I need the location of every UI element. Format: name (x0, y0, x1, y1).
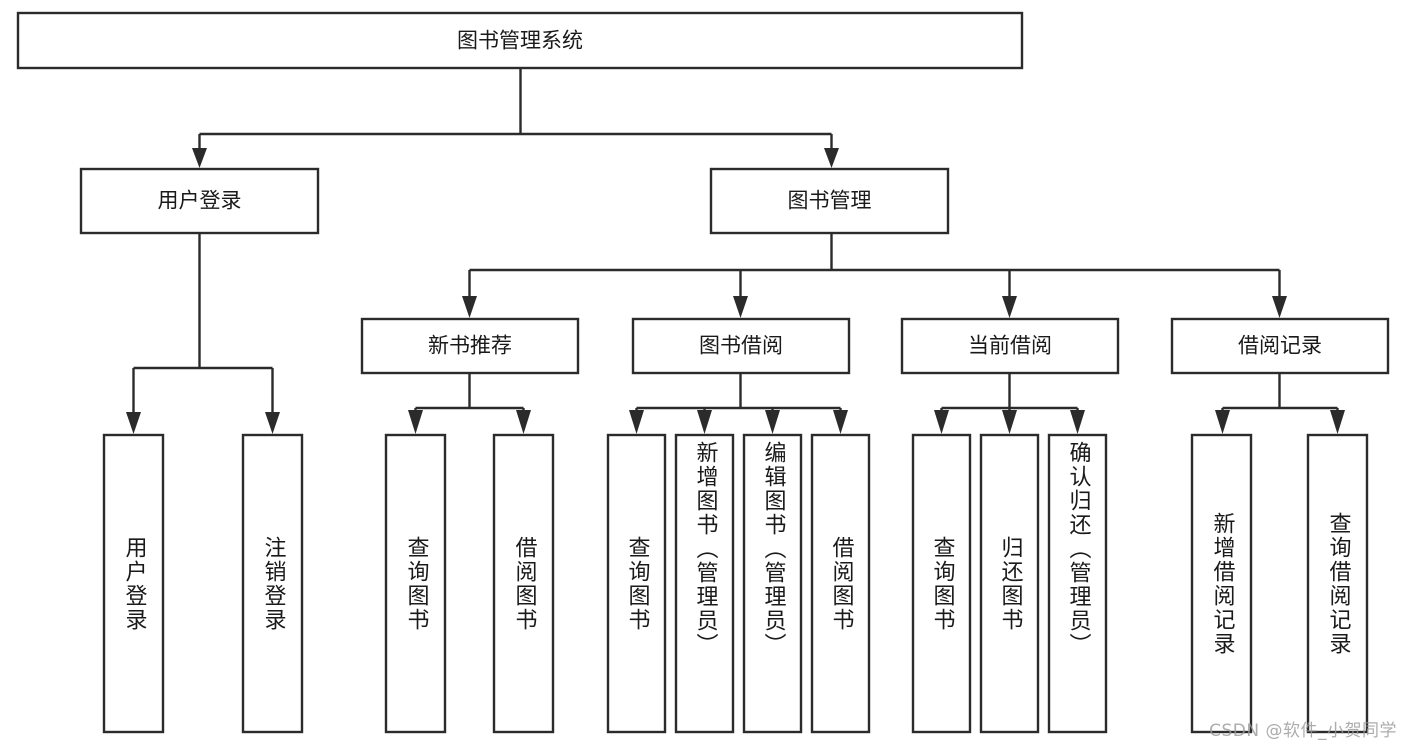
node-box-leaf-borrow-book-nb[interactable] (492, 433, 555, 734)
node-label-new-book-recommend: 新书推荐 (428, 334, 512, 358)
arrow-head-userlogin-leaf1 (126, 412, 141, 434)
arrow-head-newbook-leaf2 (516, 410, 531, 434)
node-box-new-book-recommend[interactable] (360, 317, 580, 375)
node-label-current-borrow: 当前借阅 (968, 334, 1052, 358)
node-box-leaf-confirm-return-admin[interactable] (1047, 433, 1108, 734)
leaf-label-wrap-return-book: 归还图书 (981, 435, 1038, 732)
leaf-label-wrap-borrow-book-bb: 借阅图书 (812, 435, 869, 732)
leaf-label-wrap-add-borrow-record: 新增借阅记录 (1192, 435, 1251, 732)
leaf-label-user-login: 用户登录 (121, 535, 147, 632)
leaf-label-wrap-confirm-return-admin: 确认归还（管理员） (1049, 441, 1106, 732)
node-label-borrow-record: 借阅记录 (1238, 334, 1322, 358)
node-box-leaf-return-book[interactable] (979, 433, 1040, 734)
arrow-head-currentborrow-leaf1 (934, 410, 949, 434)
node-box-book-borrow[interactable] (631, 317, 851, 375)
leaf-label-wrap-query-book-cb: 查询图书 (913, 435, 970, 732)
leaf-label-query-book-nb: 查询图书 (403, 535, 429, 632)
leaf-label-wrap-query-borrow-record: 查询借阅记录 (1308, 435, 1367, 732)
node-box-leaf-query-book-nb[interactable] (384, 433, 447, 734)
leaf-label-edit-book-admin: 编辑图书（管理员） (760, 441, 786, 657)
leaf-label-query-book-cb: 查询图书 (929, 535, 955, 632)
leaf-label-logout: 注销登录 (260, 535, 286, 632)
node-box-leaf-query-book-bb[interactable] (606, 433, 667, 734)
arrow-head-newbook (462, 296, 477, 318)
arrow-head-borrowbook-leaf3 (765, 410, 780, 434)
arrow-head-borrowrecord-leaf2 (1330, 410, 1345, 434)
node-box-leaf-add-book-admin[interactable] (674, 433, 735, 734)
leaf-label-confirm-return-admin: 确认归还（管理员） (1065, 441, 1091, 657)
leaf-label-borrow-book-nb: 借阅图书 (511, 535, 537, 632)
leaf-label-query-book-bb: 查询图书 (624, 535, 650, 632)
arrow-head-borrowbook-leaf1 (629, 410, 644, 434)
node-box-book-management[interactable] (709, 167, 950, 235)
node-label-user-login: 用户登录 (158, 189, 242, 213)
node-box-current-borrow[interactable] (900, 317, 1120, 375)
arrow-head-borrowrecord (1272, 296, 1287, 318)
leaf-label-wrap-borrow-book-nb: 借阅图书 (494, 435, 553, 732)
nodes-group: 图书管理系统 用户登录 图书管理 新书推荐 图书借阅 当前借阅 借阅记录 (16, 11, 1390, 734)
leaf-label-wrap-query-book-bb: 查询图书 (608, 435, 665, 732)
arrow-head-currentborrow-leaf2 (1002, 410, 1017, 434)
leaf-label-query-borrow-record: 查询借阅记录 (1325, 511, 1351, 656)
arrow-head-userlogin-leaf2 (265, 412, 280, 434)
arrow-head-currentborrow (1002, 296, 1017, 318)
arrow-head-currentborrow-leaf3 (1070, 410, 1085, 434)
node-box-leaf-borrow-book-bb[interactable] (810, 433, 871, 734)
leaf-label-wrap-edit-book-admin: 编辑图书（管理员） (744, 441, 801, 732)
leaf-label-borrow-book-bb: 借阅图书 (828, 535, 854, 632)
arrow-head-newbook-leaf1 (408, 410, 423, 434)
arrow-head-borrowbook-leaf2 (697, 410, 712, 434)
node-box-leaf-query-borrow-record[interactable] (1306, 433, 1369, 734)
leaf-label-wrap-user-login: 用户登录 (104, 435, 163, 732)
leaf-label-add-book-admin: 新增图书（管理员） (692, 441, 718, 657)
leaf-label-wrap-add-book-admin: 新增图书（管理员） (676, 441, 733, 732)
node-box-user-login[interactable] (79, 167, 320, 235)
node-box-leaf-edit-book-admin[interactable] (742, 433, 803, 734)
watermark-text: CSDN @软件_小贺同学 (1209, 721, 1397, 741)
arrow-head-borrowbook-leaf4 (833, 410, 848, 434)
node-label-root: 图书管理系统 (457, 29, 583, 53)
arrow-head-user-login (192, 148, 207, 168)
connectors-group (126, 68, 1345, 434)
arrow-head-borrowrecord-leaf1 (1215, 410, 1230, 434)
node-label-book-management: 图书管理 (788, 189, 872, 213)
node-box-leaf-logout[interactable] (241, 433, 304, 734)
leaf-label-return-book: 归还图书 (997, 535, 1023, 632)
node-box-borrow-record[interactable] (1170, 317, 1390, 375)
leaf-label-wrap-query-book-nb: 查询图书 (386, 435, 445, 732)
node-label-book-borrow: 图书借阅 (699, 334, 783, 358)
leaf-label-add-borrow-record: 新增借阅记录 (1209, 511, 1235, 656)
arrow-head-book-mgmt (824, 148, 839, 168)
node-box-leaf-user-login[interactable] (102, 433, 165, 734)
node-box-leaf-add-borrow-record[interactable] (1190, 433, 1253, 734)
arrow-head-borrowbook (733, 296, 748, 318)
node-box-leaf-query-book-cb[interactable] (911, 433, 972, 734)
leaf-label-wrap-logout: 注销登录 (243, 435, 302, 732)
node-box-root[interactable] (16, 11, 1024, 70)
